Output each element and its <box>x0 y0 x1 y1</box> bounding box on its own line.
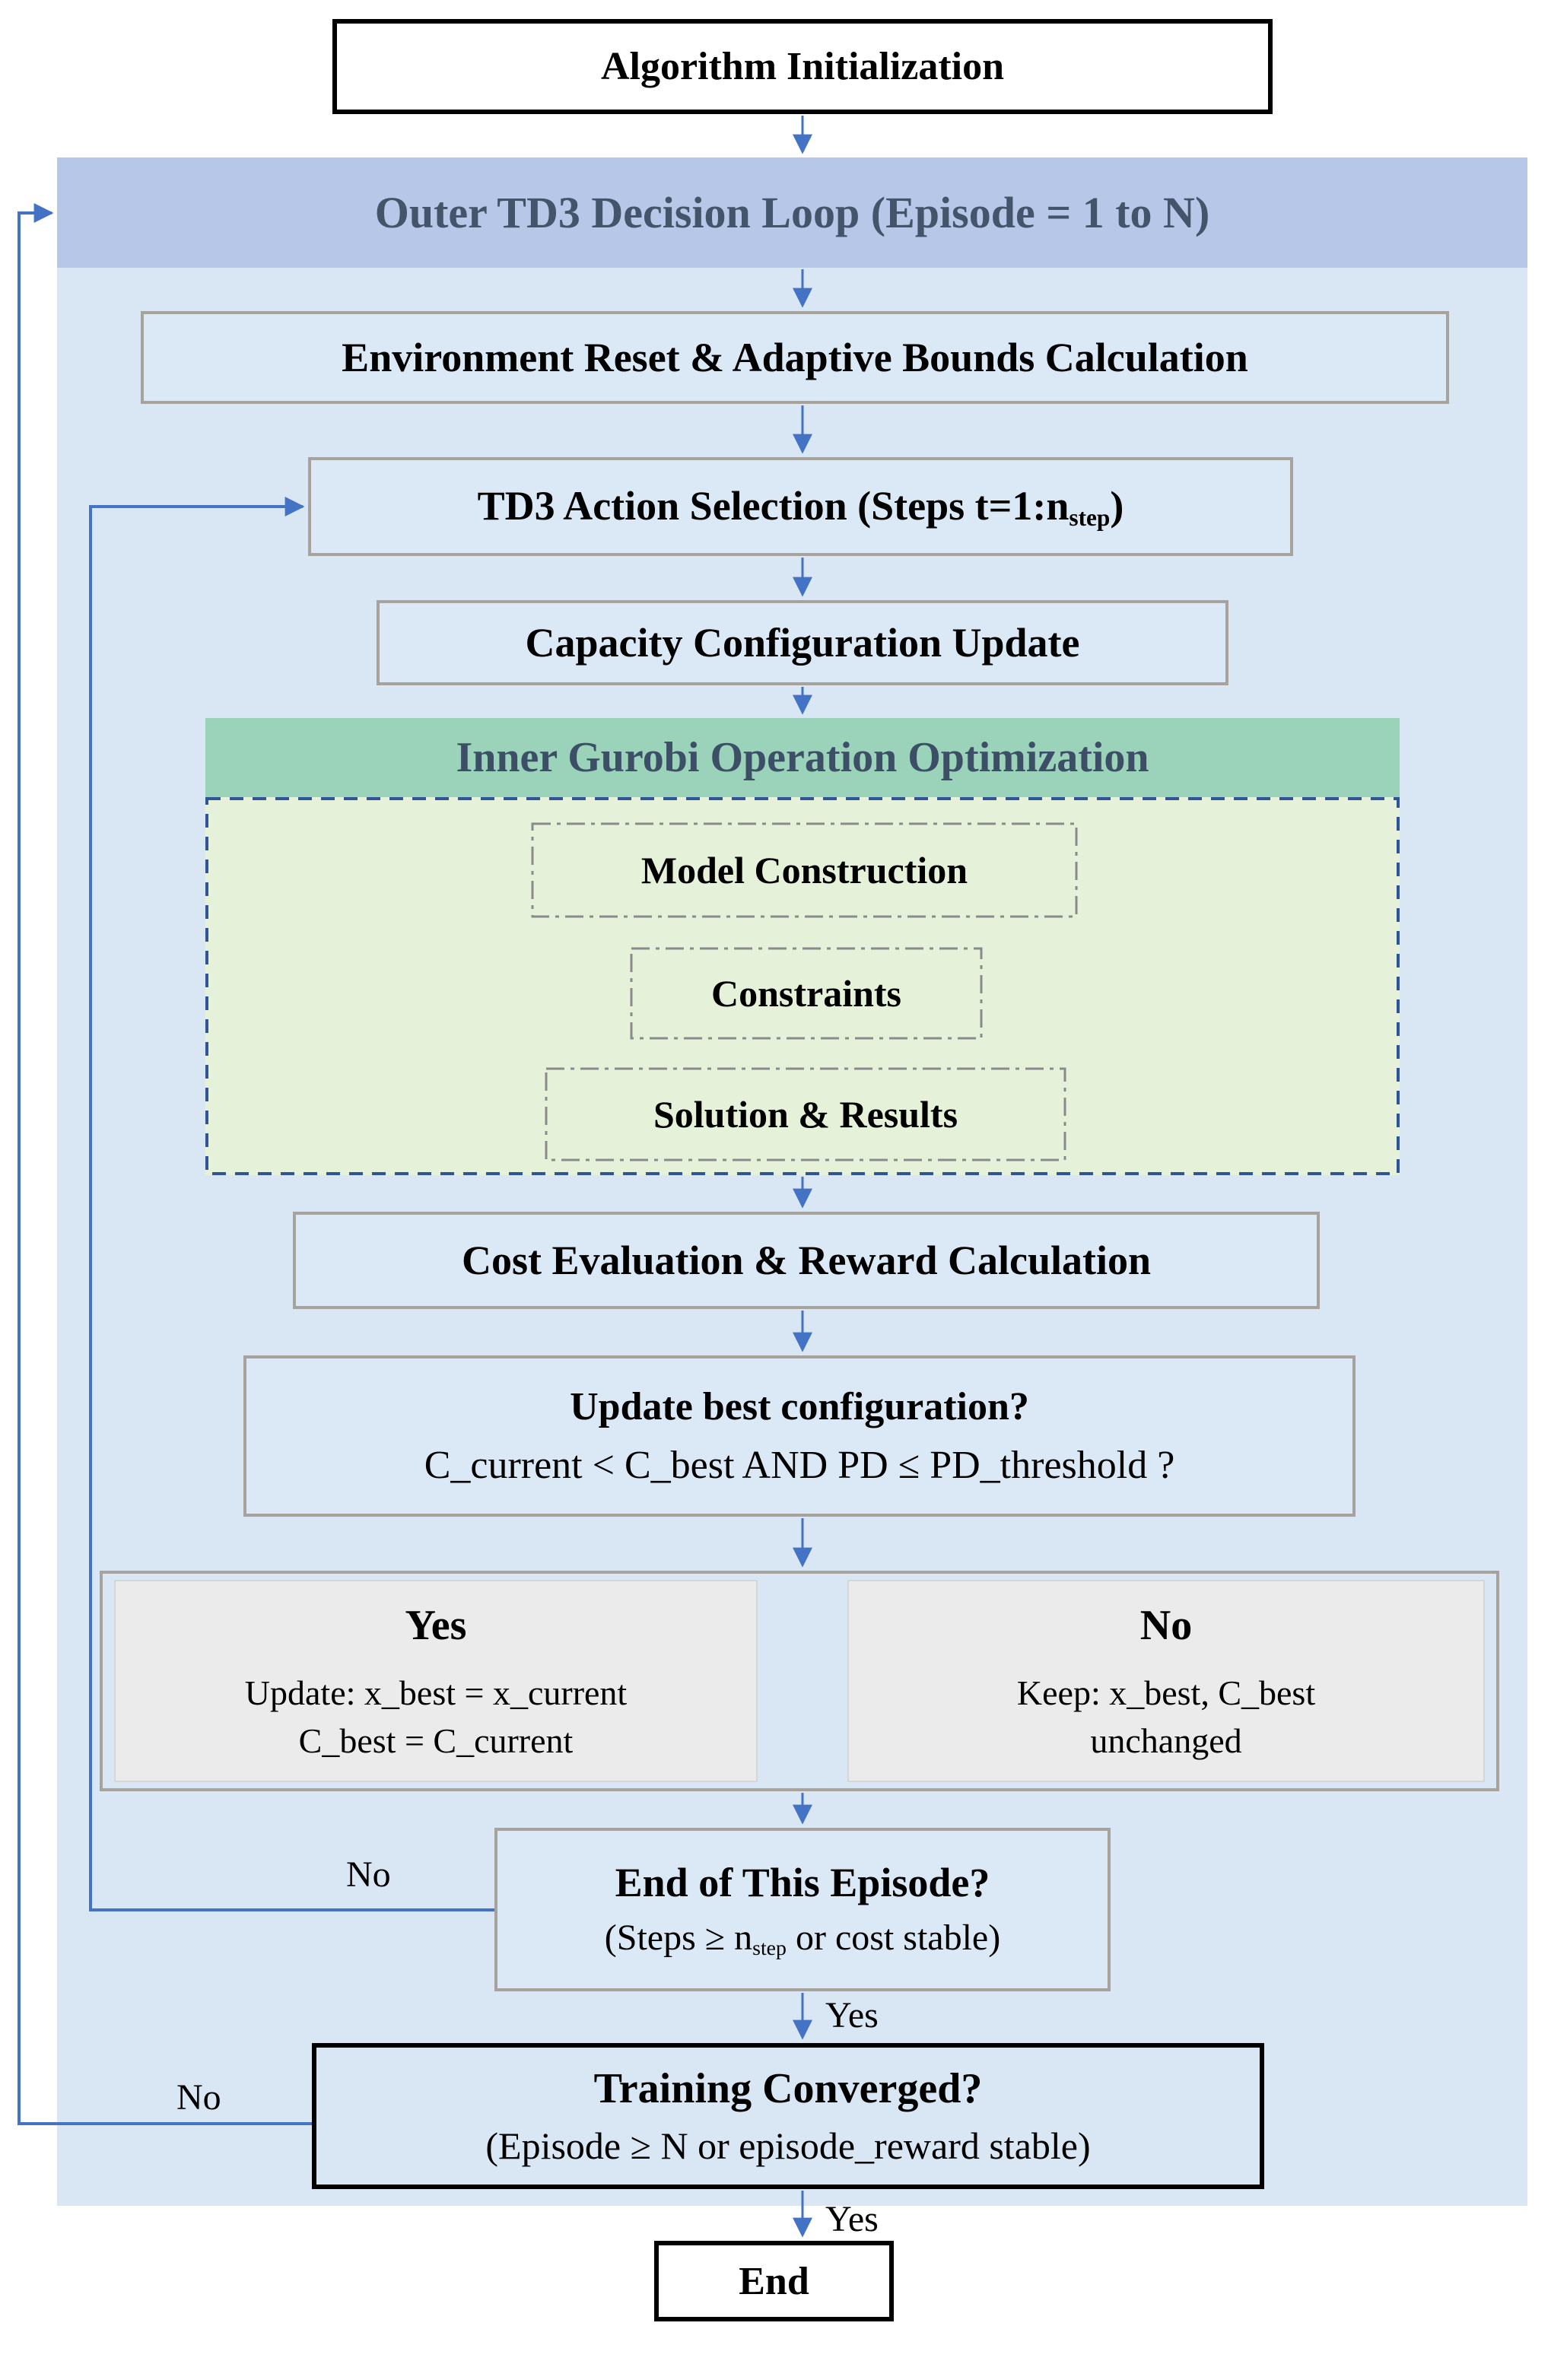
env-reset-label: Environment Reset & Adaptive Bounds Calc… <box>342 335 1248 380</box>
inner-gurobi-header: Inner Gurobi Operation Optimization <box>205 718 1400 797</box>
end-episode-box: End of This Episode? (Steps ≥ nstep or c… <box>494 1828 1111 1991</box>
yes-branch-line1: Update: x_best = x_current <box>244 1673 628 1712</box>
end-label: End <box>739 2259 809 2303</box>
update-best-line2: C_current < C_best AND PD ≤ PD_threshold… <box>424 1444 1175 1487</box>
yes-branch-title: Yes <box>405 1602 467 1649</box>
td3-action-post: ) <box>1110 482 1124 529</box>
end-episode-line1: End of This Episode? <box>615 1859 990 1905</box>
no-branch-line2: unchanged <box>1090 1721 1242 1760</box>
edge-label-yes-training: Yes <box>825 2199 879 2239</box>
constraints-label: Constraints <box>710 972 902 1015</box>
td3-action-sub: step <box>1069 504 1111 531</box>
training-converged-box: Training Converged? (Episode ≥ N or epis… <box>312 2043 1264 2189</box>
yes-branch-line2: C_best = C_current <box>298 1721 574 1760</box>
model-construction-label: Model Construction <box>640 849 968 891</box>
solution-results-box: Solution & Results <box>546 1069 1065 1160</box>
update-best-box: Update best configuration? C_current < C… <box>243 1355 1356 1517</box>
model-construction-box: Model Construction <box>532 824 1076 917</box>
td3-action-label: TD3 Action Selection (Steps t=1:nstep) <box>478 482 1124 532</box>
no-branch-panel: No Keep: x_best, C_best unchanged <box>847 1580 1485 1782</box>
outer-loop-header: Outer TD3 Decision Loop (Episode = 1 to … <box>57 157 1527 268</box>
capacity-label: Capacity Configuration Update <box>525 620 1080 666</box>
td3-action-pre: TD3 Action Selection (Steps t=1:n <box>477 482 1069 529</box>
end-episode-line2-sub: step <box>752 1936 787 1960</box>
edge-label-yes-episode: Yes <box>825 1995 879 2035</box>
end-episode-line2-post: or cost stable) <box>786 1917 1001 1958</box>
no-branch-title: No <box>1139 1602 1193 1649</box>
training-line2: (Episode ≥ N or episode_reward stable) <box>485 2124 1091 2167</box>
cost-eval-box: Cost Evaluation & Reward Calculation <box>293 1212 1320 1309</box>
edge-label-no-episode: No <box>346 1854 391 1895</box>
cost-eval-label: Cost Evaluation & Reward Calculation <box>461 1238 1152 1283</box>
solution-results-label: Solution & Results <box>653 1093 958 1136</box>
outer-loop-title: Outer TD3 Decision Loop (Episode = 1 to … <box>374 188 1210 237</box>
constraints-box: Constraints <box>631 949 981 1038</box>
end-box: End <box>654 2241 894 2321</box>
start-label: Algorithm Initialization <box>600 45 1005 88</box>
env-reset-box: Environment Reset & Adaptive Bounds Calc… <box>141 311 1449 404</box>
inner-gurobi-title: Inner Gurobi Operation Optimization <box>456 734 1149 781</box>
yes-branch-panel: Yes Update: x_best = x_current C_best = … <box>114 1580 758 1782</box>
edge-label-no-training: No <box>176 2077 221 2118</box>
no-branch-line1: Keep: x_best, C_best <box>1016 1673 1316 1712</box>
td3-action-box: TD3 Action Selection (Steps t=1:nstep) <box>308 457 1293 556</box>
end-episode-line2: (Steps ≥ nstep or cost stable) <box>605 1917 1000 1961</box>
training-line1: Training Converged? <box>593 2065 983 2112</box>
start-box: Algorithm Initialization <box>332 19 1273 114</box>
end-episode-line2-pre: (Steps ≥ n <box>604 1917 753 1958</box>
capacity-box: Capacity Configuration Update <box>377 600 1228 685</box>
update-best-line1: Update best configuration? <box>570 1385 1029 1428</box>
